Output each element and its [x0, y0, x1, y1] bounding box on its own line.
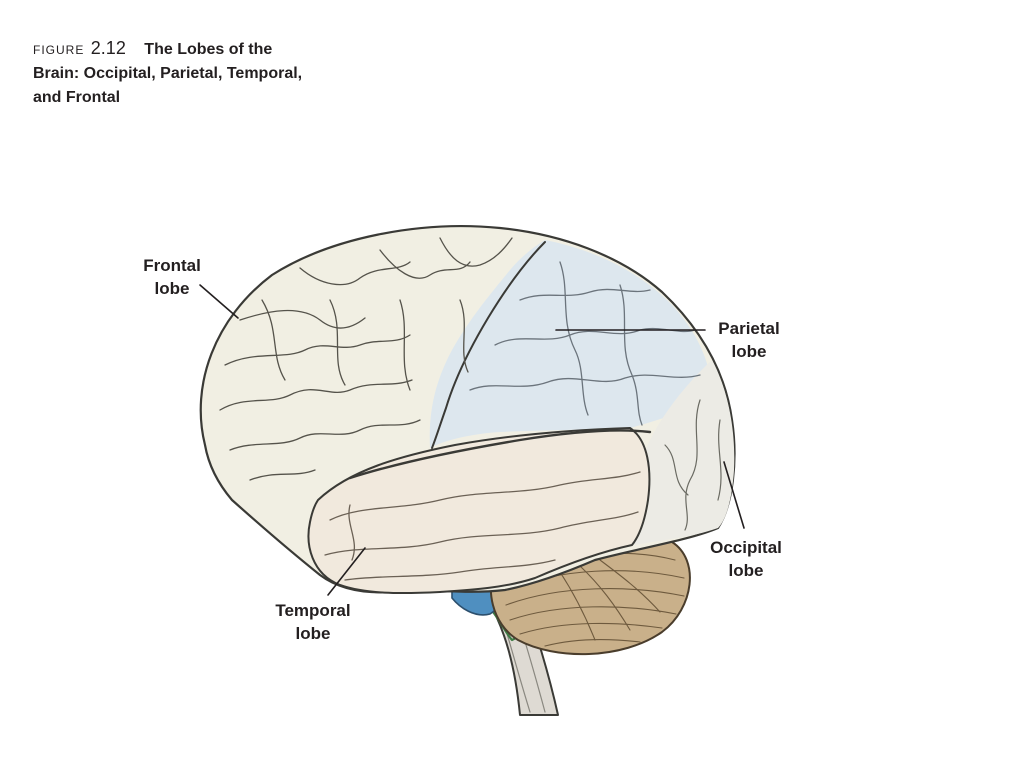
frontal-label-line1: Frontal	[143, 256, 201, 275]
figure-title-line3: and Frontal	[33, 89, 121, 106]
parietal-lobe	[429, 240, 712, 448]
temporal-lobe-label: Temporal lobe	[262, 599, 364, 645]
figure-number: 2.12	[90, 38, 126, 58]
figure-word: FIGURE	[33, 43, 85, 57]
parietal-lobe-label: Parietal lobe	[704, 317, 794, 363]
temporal-label-line2: lobe	[295, 624, 331, 643]
occipital-label-line2: lobe	[728, 561, 764, 580]
parietal-label-line1: Parietal	[718, 319, 780, 338]
frontal-label-line2: lobe	[154, 279, 190, 298]
lateral-fissure	[348, 429, 652, 480]
brain-illustration	[199, 225, 745, 716]
occipital-gyri	[664, 399, 722, 531]
frontal-gyri	[219, 237, 513, 481]
figure-title-line1: The Lobes of the	[144, 41, 273, 58]
temporal-leader	[327, 547, 366, 596]
frontal-leader	[199, 284, 239, 319]
parietal-label-line2: lobe	[731, 342, 767, 361]
figure-title-line2: Brain: Occipital, Parietal, Temporal,	[33, 65, 303, 82]
occipital-label-line1: Occipital	[710, 538, 782, 557]
occipital-lobe-label: Occipital lobe	[700, 536, 792, 582]
frontal-lobe-label: Frontal lobe	[132, 254, 212, 300]
central-sulcus	[431, 241, 546, 449]
temporal-lobe	[307, 427, 651, 595]
temporal-gyri	[324, 471, 641, 581]
leader-lines	[199, 284, 745, 596]
figure-caption: FIGURE 2.12 The Lobes of the Brain: Occi…	[33, 36, 353, 110]
temporal-label-line1: Temporal	[275, 601, 351, 620]
occipital-lobe	[633, 360, 735, 545]
cerebellum-folia	[505, 552, 685, 647]
occipital-leader	[723, 461, 745, 529]
